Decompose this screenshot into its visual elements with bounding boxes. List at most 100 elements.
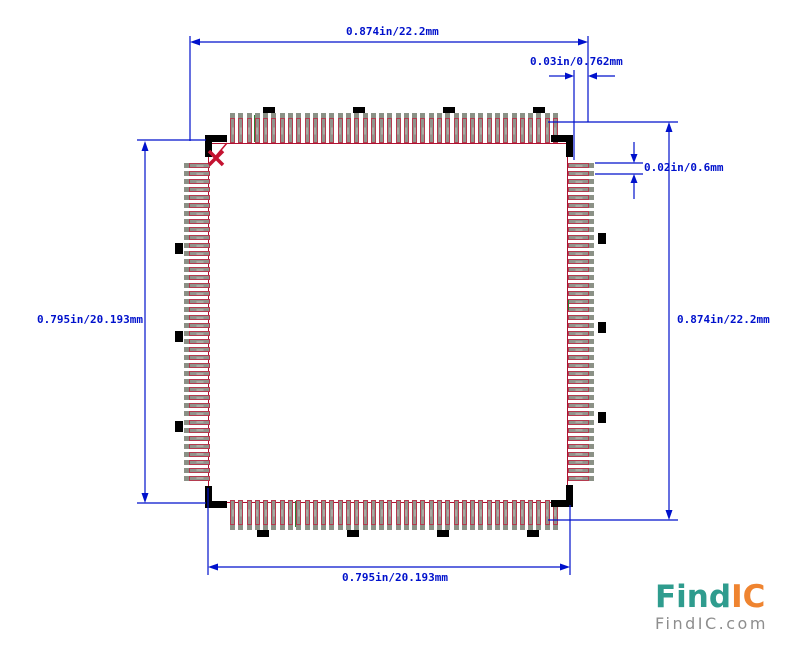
pad-right <box>568 275 594 281</box>
pad-left <box>184 331 210 337</box>
pad-right <box>568 371 594 377</box>
pad-right <box>568 179 594 185</box>
pad-top <box>337 113 343 143</box>
pad-right <box>568 387 594 393</box>
pad-top <box>486 113 492 143</box>
pad-right <box>568 291 594 297</box>
pad-bottom <box>238 500 244 530</box>
pad-right <box>568 203 594 209</box>
dim-label-top-width: 0.874in/22.2mm <box>346 25 439 38</box>
pad-top <box>354 113 360 143</box>
pad-bottom <box>544 500 550 530</box>
pad-column-left <box>184 163 210 481</box>
findic-logo[interactable]: FindIC FindIC.com <box>655 582 768 632</box>
pad-bottom <box>461 500 467 530</box>
pad-right <box>568 243 594 249</box>
pad-left <box>184 235 210 241</box>
pad-right <box>568 435 594 441</box>
pad-left <box>184 339 210 345</box>
pad-right <box>568 251 594 257</box>
pad-bottom <box>312 500 318 530</box>
pad-bottom <box>519 500 525 530</box>
silkscreen-tick <box>443 107 455 113</box>
pad-top <box>230 113 235 143</box>
pad-top <box>536 113 542 143</box>
pad-left <box>184 427 210 433</box>
pad-left <box>184 467 210 473</box>
pad-bottom <box>428 500 434 530</box>
logo-wordmark: FindIC <box>655 582 768 613</box>
pad-top <box>445 113 451 143</box>
pad-bottom <box>254 500 260 530</box>
pad-left <box>184 179 210 185</box>
pad-right <box>568 219 594 225</box>
pad-right <box>568 315 594 321</box>
pad-bottom <box>470 500 476 530</box>
pad-left <box>184 459 210 465</box>
silkscreen-corner-bottom-right <box>551 485 573 507</box>
pad-right <box>568 419 594 425</box>
silkscreen-tick <box>257 530 269 537</box>
grid-tick-marks <box>254 115 569 527</box>
pad-right <box>568 331 594 337</box>
pad-left <box>184 419 210 425</box>
pad-top <box>271 113 277 143</box>
pad-top <box>238 113 244 143</box>
pad-left <box>184 171 210 177</box>
pad-bottom <box>478 500 484 530</box>
pad-left <box>184 475 210 481</box>
pad-top <box>519 113 525 143</box>
pad-column-right <box>568 163 594 481</box>
pad-bottom <box>403 500 409 530</box>
pad-bottom <box>304 500 310 530</box>
pad-bottom <box>412 500 418 530</box>
pad-bottom <box>263 500 269 530</box>
pad-top <box>329 113 335 143</box>
pad-left <box>184 363 210 369</box>
dim-label-bottom-width: 0.795in/20.193mm <box>342 571 448 584</box>
pad-bottom <box>486 500 492 530</box>
silkscreen-tick <box>353 107 365 113</box>
pad-left <box>184 187 210 193</box>
pad-left <box>184 443 210 449</box>
pad-top <box>528 113 534 143</box>
pad-bottom <box>437 500 443 530</box>
pad-bottom <box>528 500 534 530</box>
pad-left <box>184 387 210 393</box>
silkscreen-tick <box>598 233 606 244</box>
pad-left <box>184 275 210 281</box>
pad-bottom <box>230 500 235 530</box>
pad-top <box>453 113 459 143</box>
pad-left <box>184 219 210 225</box>
pad-bottom <box>387 500 393 530</box>
pad-right <box>568 259 594 265</box>
pad-top <box>312 113 318 143</box>
pad-bottom <box>511 500 517 530</box>
silkscreen-tick <box>598 322 606 333</box>
pad-bottom <box>362 500 368 530</box>
pad-left <box>184 283 210 289</box>
pad-bottom <box>287 500 293 530</box>
pad-left <box>184 227 210 233</box>
pad-left <box>184 411 210 417</box>
pad-top <box>362 113 368 143</box>
pad-top <box>379 113 385 143</box>
pad-right <box>568 235 594 241</box>
pad-left <box>184 243 210 249</box>
pad-top <box>370 113 376 143</box>
silkscreen-tick <box>175 243 183 254</box>
pad-bottom <box>536 500 542 530</box>
pad-right <box>568 187 594 193</box>
pad-top <box>428 113 434 143</box>
pad-left <box>184 435 210 441</box>
logo-ic-text: IC <box>731 579 766 615</box>
pin1-marker-icon <box>207 142 228 167</box>
pad-top <box>511 113 517 143</box>
pad-bottom <box>354 500 360 530</box>
pad-top <box>495 113 500 143</box>
pad-top <box>437 113 443 143</box>
pad-top <box>503 113 509 143</box>
pad-top <box>552 113 558 143</box>
